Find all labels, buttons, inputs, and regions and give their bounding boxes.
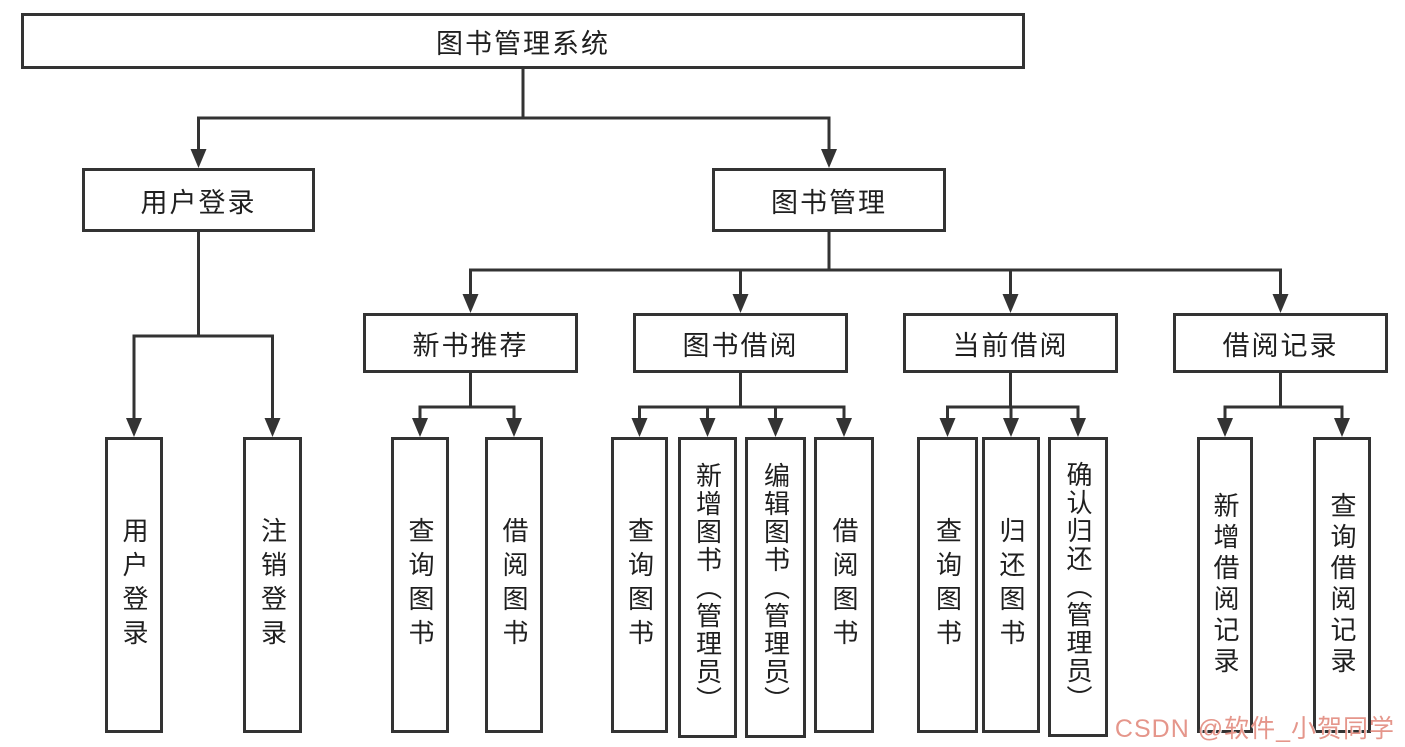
leaf-borrow-books: 借阅图书: [814, 437, 874, 733]
node-library-management-system: 图书管理系统: [21, 13, 1025, 69]
leaf-query-borrow-record: 查询借阅记录: [1313, 437, 1371, 733]
leaf-query-books: 查询图书: [391, 437, 449, 733]
leaf-query-books: 查询图书: [917, 437, 978, 733]
node-new-book-recommend: 新书推荐: [363, 313, 578, 373]
leaf-user-login: 用户登录: [105, 437, 163, 733]
node-borrow-record: 借阅记录: [1173, 313, 1388, 373]
node-current-borrow: 当前借阅: [903, 313, 1118, 373]
leaf-logout: 注销登录: [243, 437, 302, 733]
leaf-add-books-admin: 新增图书（管理员）: [678, 437, 737, 738]
node-book-management: 图书管理: [712, 168, 946, 232]
node-user-login: 用户登录: [82, 168, 315, 232]
leaf-return-books: 归还图书: [982, 437, 1040, 733]
leaf-confirm-return-admin: 确认归还（管理员）: [1048, 437, 1108, 737]
leaf-borrow-books: 借阅图书: [485, 437, 543, 733]
leaf-query-books: 查询图书: [611, 437, 668, 733]
csdn-watermark: CSDN @软件_小贺同学: [1114, 715, 1395, 743]
leaf-edit-books-admin: 编辑图书（管理员）: [745, 437, 806, 738]
node-book-borrow: 图书借阅: [633, 313, 848, 373]
leaf-add-borrow-record: 新增借阅记录: [1197, 437, 1253, 733]
